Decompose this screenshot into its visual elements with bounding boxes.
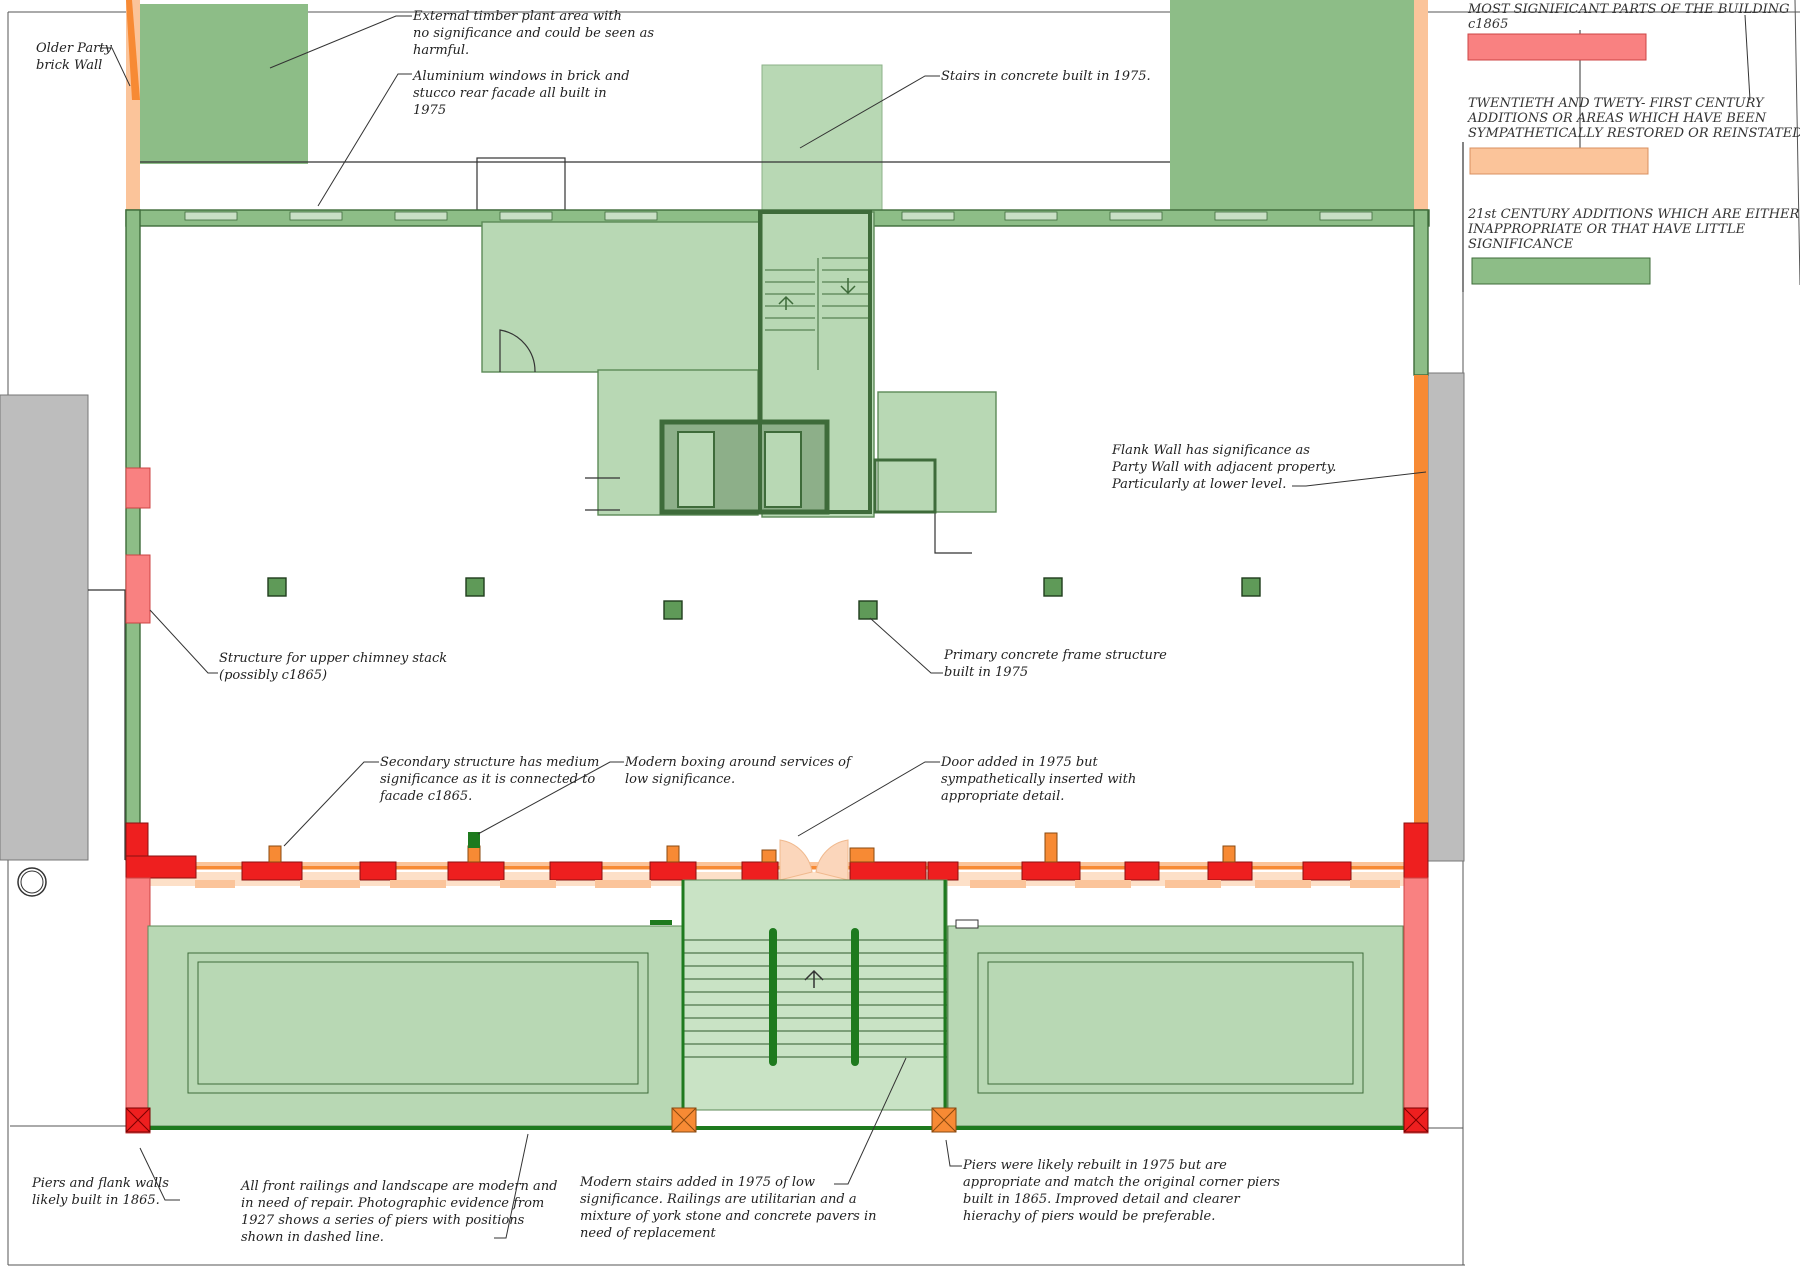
chimney-structure-upper [125, 467, 151, 509]
front-piers [125, 1107, 1429, 1133]
note-piers-rebuilt-1: Piers were likely rebuilt in 1975 but ar… [962, 1158, 1227, 1173]
note-secondary-3: facade c1865. [379, 789, 472, 804]
legend-swatch-restored [1469, 147, 1649, 175]
services-boxing [468, 832, 480, 848]
note-timber-3: harmful. [413, 43, 469, 58]
legend-item-2-line3: SYMPATHETICALLY RESTORED OR REINSTATED [1468, 126, 1800, 141]
note-railings-3: 1927 shows a series of piers with positi… [241, 1213, 525, 1228]
legend-item-3-line3: SIGNIFICANCE [1468, 237, 1574, 252]
note-piers-rebuilt-3: built in 1865. Improved detail and clear… [963, 1192, 1240, 1207]
note-railings-1: All front railings and landscape are mod… [240, 1179, 558, 1194]
note-door-1: Door added in 1975 but [940, 755, 1099, 770]
front-flank-wall-right [1403, 877, 1429, 1134]
legend-item-3-line1: 21st CENTURY ADDITIONS WHICH ARE EITHER [1467, 207, 1800, 222]
note-frame-1: Primary concrete frame structure [943, 648, 1167, 663]
note-aluminium-3: 1975 [413, 103, 446, 118]
note-chimney-2: (possibly c1865) [219, 668, 327, 683]
legend-item-2-line2: ADDITIONS OR AREAS WHICH HAVE BEEN [1467, 111, 1767, 126]
front-railing-line [148, 1126, 1404, 1130]
note-timber-2: no significance and could be seen as [413, 26, 654, 41]
legend-item-2-line1: TWENTIETH AND TWETY- FIRST CENTURY [1468, 96, 1765, 111]
legend-item-1-line2: c1865 [1468, 17, 1508, 32]
note-door-3: appropriate detail. [941, 789, 1064, 804]
note-boxing-1: Modern boxing around services of [624, 755, 853, 770]
note-piers-flank-1: Piers and flank walls [31, 1176, 169, 1191]
note-railings-2: in need of repair. Photographic evidence… [241, 1196, 544, 1211]
older-party-wall-right [1414, 0, 1428, 210]
note-piers-rebuilt-4: hierachy of piers would be preferable. [963, 1209, 1215, 1224]
rear-stair-zone [761, 64, 883, 216]
front-facade [125, 822, 1429, 888]
legend: MOST SIGNIFICANT PARTS OF THE BUILDING c… [1462, 2, 1800, 292]
front-lightwell-left [147, 925, 684, 1127]
note-flank-2: Party Wall with adjacent property. [1111, 460, 1336, 475]
note-modern-stairs-4: need of replacement [580, 1226, 716, 1241]
flank-party-wall [1414, 375, 1428, 825]
timber-plant-area [136, 4, 308, 164]
note-stairs-concrete: Stairs in concrete built in 1975. [941, 69, 1151, 84]
legend-item-1-line1: MOST SIGNIFICANT PARTS OF THE BUILDING [1467, 2, 1790, 17]
annotation-leaders [100, 15, 1427, 1239]
front-flank-wall-left [125, 877, 151, 1134]
note-piers-flank-2: likely built in 1865. [32, 1193, 160, 1208]
neighbour-building-right [1427, 372, 1465, 862]
front-stairs [681, 879, 948, 1126]
note-aluminium-1: Aluminium windows in brick and [412, 69, 630, 84]
note-piers-rebuilt-2: appropriate and match the original corne… [963, 1175, 1280, 1190]
note-timber-1: External timber plant area with [412, 9, 622, 24]
chimney-structure-lower [125, 554, 151, 624]
note-chimney-1: Structure for upper chimney stack [219, 651, 447, 666]
note-flank-1: Flank Wall has significance as [1111, 443, 1310, 458]
front-lightwell-right [947, 925, 1404, 1127]
concrete-columns [267, 577, 1261, 620]
neighbour-building-left [0, 394, 89, 861]
annotations: Older Party brick Wall External timber p… [31, 9, 1336, 1245]
note-frame-2: built in 1975 [944, 665, 1028, 680]
note-modern-stairs-1: Modern stairs added in 1975 of low [579, 1175, 815, 1190]
note-railings-4: shown in dashed line. [241, 1230, 384, 1245]
front-entrance-door [779, 839, 849, 881]
note-aluminium-2: stucco rear facade all built in [413, 86, 607, 101]
note-door-2: sympathetically inserted with [941, 772, 1136, 787]
note-older-party-2: brick Wall [36, 58, 102, 73]
service-core [481, 210, 997, 554]
note-secondary-2: significance as it is connected to [380, 772, 595, 787]
note-secondary-1: Secondary structure has medium [380, 755, 599, 770]
legend-item-3-line2: INAPPROPRIATE OR THAT HAVE LITTLE [1467, 222, 1746, 237]
note-flank-3: Particularly at lower level. [1111, 477, 1286, 492]
legend-swatch-little-significance [1471, 257, 1651, 285]
note-older-party-1: Older Party [36, 41, 113, 56]
legend-swatch-most-significant [1467, 33, 1647, 61]
note-boxing-2: low significance. [625, 772, 735, 787]
note-modern-stairs-3: mixture of york stone and concrete paver… [580, 1209, 877, 1224]
note-modern-stairs-2: significance. Railings are utilitarian a… [580, 1192, 857, 1207]
rear-plant-area-right [1170, 0, 1416, 210]
manhole-cover [17, 867, 47, 897]
